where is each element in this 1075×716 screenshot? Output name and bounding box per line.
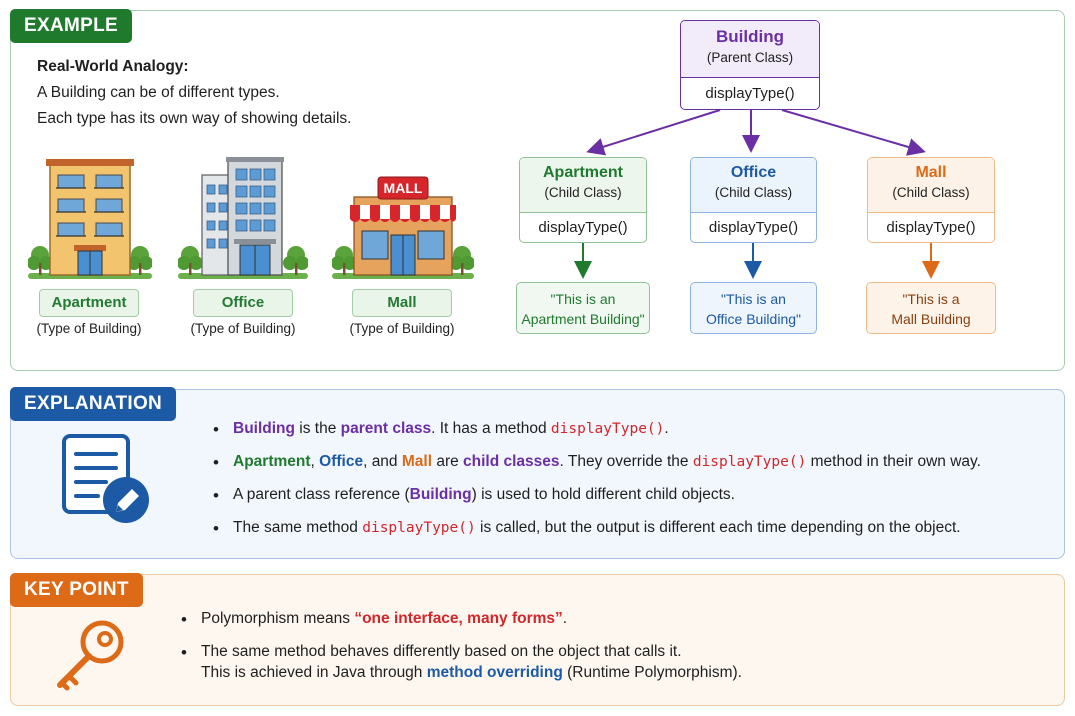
exp2-child-classes: child classes (463, 453, 560, 470)
mall-sign-text: MALL (384, 180, 423, 196)
building-sub-office: (Type of Building) (190, 321, 296, 336)
example-tag: EXAMPLE (10, 9, 132, 43)
key2-overriding: method overriding (426, 664, 563, 681)
child-name-apartment: Apartment (542, 164, 623, 181)
output-mall: "This is a Mall Building (866, 282, 996, 334)
office-building-icon (178, 157, 308, 279)
exp4-t1: The same method (233, 519, 363, 536)
output-apartment-line2: Apartment Building" (521, 311, 645, 327)
key-point-tag: KEY POINT (10, 573, 143, 607)
arrow-to-apartment (586, 109, 721, 156)
key2-t1: This is achieved in Java through (201, 664, 427, 681)
output-mall-line1: "This is a (902, 291, 960, 307)
explanation-bullet-4: The same method displayType() is called,… (213, 519, 961, 539)
output-apartment: "This is an Apartment Building" (516, 282, 650, 334)
exp2-office: Office (319, 453, 364, 470)
analogy-line-1: A Building can be of different types. (37, 84, 280, 101)
analogy-line-2: Each type has its own way of showing det… (37, 110, 352, 127)
mall-building-icon: MALL (332, 176, 474, 279)
parent-class-method: displayType() (681, 77, 819, 109)
parent-class-box: Building (Parent Class) displayType() (680, 20, 820, 110)
child-method-apartment: displayType() (520, 212, 646, 242)
document-edit-icon (62, 434, 149, 523)
key1-quote: “one interface, many forms” (354, 610, 563, 627)
output-office-line2: Office Building" (706, 311, 801, 327)
exp4-method: displayType() (362, 520, 476, 536)
parent-class-kind: (Parent Class) (706, 50, 794, 65)
exp1-building: Building (233, 420, 295, 437)
building-label-office: Office (193, 289, 293, 317)
key-bullet-1: Polymorphism means “one interface, many … (181, 610, 568, 630)
child-class-apartment: Apartment (Child Class) displayType() (519, 157, 647, 243)
exp3-t1: A parent class reference ( (233, 486, 410, 503)
explanation-bullet-3: A parent class reference (Building) is u… (213, 486, 735, 506)
building-label-mall: Mall (352, 289, 452, 317)
explanation-bullet-2: Apartment, Office, and Mall are child cl… (213, 453, 981, 473)
key-icon (57, 620, 124, 691)
explanation-tag: EXPLANATION (10, 387, 177, 421)
child-name-mall: Mall (915, 164, 947, 181)
building-sub-mall: (Type of Building) (349, 321, 455, 336)
output-office-line1: "This is an (721, 291, 786, 307)
key2-line1: The same method behaves differently base… (201, 643, 682, 660)
exp2-t1: are (432, 453, 464, 470)
child-method-office: displayType() (691, 212, 816, 242)
key-bullet-2: The same method behaves differently base… (181, 643, 682, 663)
exp2-c1: , (310, 453, 320, 470)
exp3-t2: ) is used to hold different child object… (471, 486, 735, 503)
child-class-mall: Mall (Child Class) displayType() (867, 157, 995, 243)
key-point-panel (10, 574, 1065, 706)
child-kind-office: (Child Class) (714, 185, 793, 200)
output-apartment-line1: "This is an (550, 291, 616, 307)
output-office: "This is an Office Building" (690, 282, 817, 334)
exp2-method: displayType() (692, 454, 807, 470)
output-mall-line2: Mall Building (891, 311, 971, 327)
key-bullet-2-cont: This is achieved in Java through method … (201, 664, 742, 682)
hierarchy-arrows (574, 109, 940, 279)
arrow-to-mall (781, 109, 926, 156)
exp2-t2: . They override the (559, 453, 693, 470)
key2-t2: (Runtime Polymorphism). (562, 664, 742, 681)
child-kind-mall: (Child Class) (892, 185, 970, 200)
exp2-mall: Mall (401, 453, 433, 470)
exp2-t3: method in their own way. (806, 453, 981, 470)
exp2-apartment: Apartment (233, 453, 311, 470)
child-name-office: Office (730, 164, 777, 181)
child-method-mall: displayType() (868, 212, 994, 242)
exp1-method: displayType() (550, 421, 665, 437)
analogy-text: Real-World Analogy: A Building can be of… (37, 54, 351, 132)
explanation-bullet-1: Building is the parent class. It has a m… (213, 420, 669, 440)
exp2-c2: , and (363, 453, 402, 470)
exp3-building: Building (409, 486, 472, 503)
exp1-parent-class: parent class (340, 420, 432, 437)
building-sub-apartment: (Type of Building) (36, 321, 142, 336)
key1-t1: Polymorphism means (201, 610, 355, 627)
apartment-building-icon (28, 159, 152, 279)
key1-t2: . (562, 610, 568, 627)
exp4-t2: is called, but the output is different e… (475, 519, 961, 536)
exp1-t3: . (664, 420, 669, 437)
building-label-apartment: Apartment (39, 289, 139, 317)
analogy-title: Real-World Analogy: (37, 58, 189, 75)
parent-class-name: Building (716, 27, 784, 46)
child-class-office: Office (Child Class) displayType() (690, 157, 817, 243)
exp1-t2: . It has a method (431, 420, 551, 437)
child-kind-apartment: (Child Class) (544, 185, 622, 200)
exp1-t1: is the (295, 420, 341, 437)
